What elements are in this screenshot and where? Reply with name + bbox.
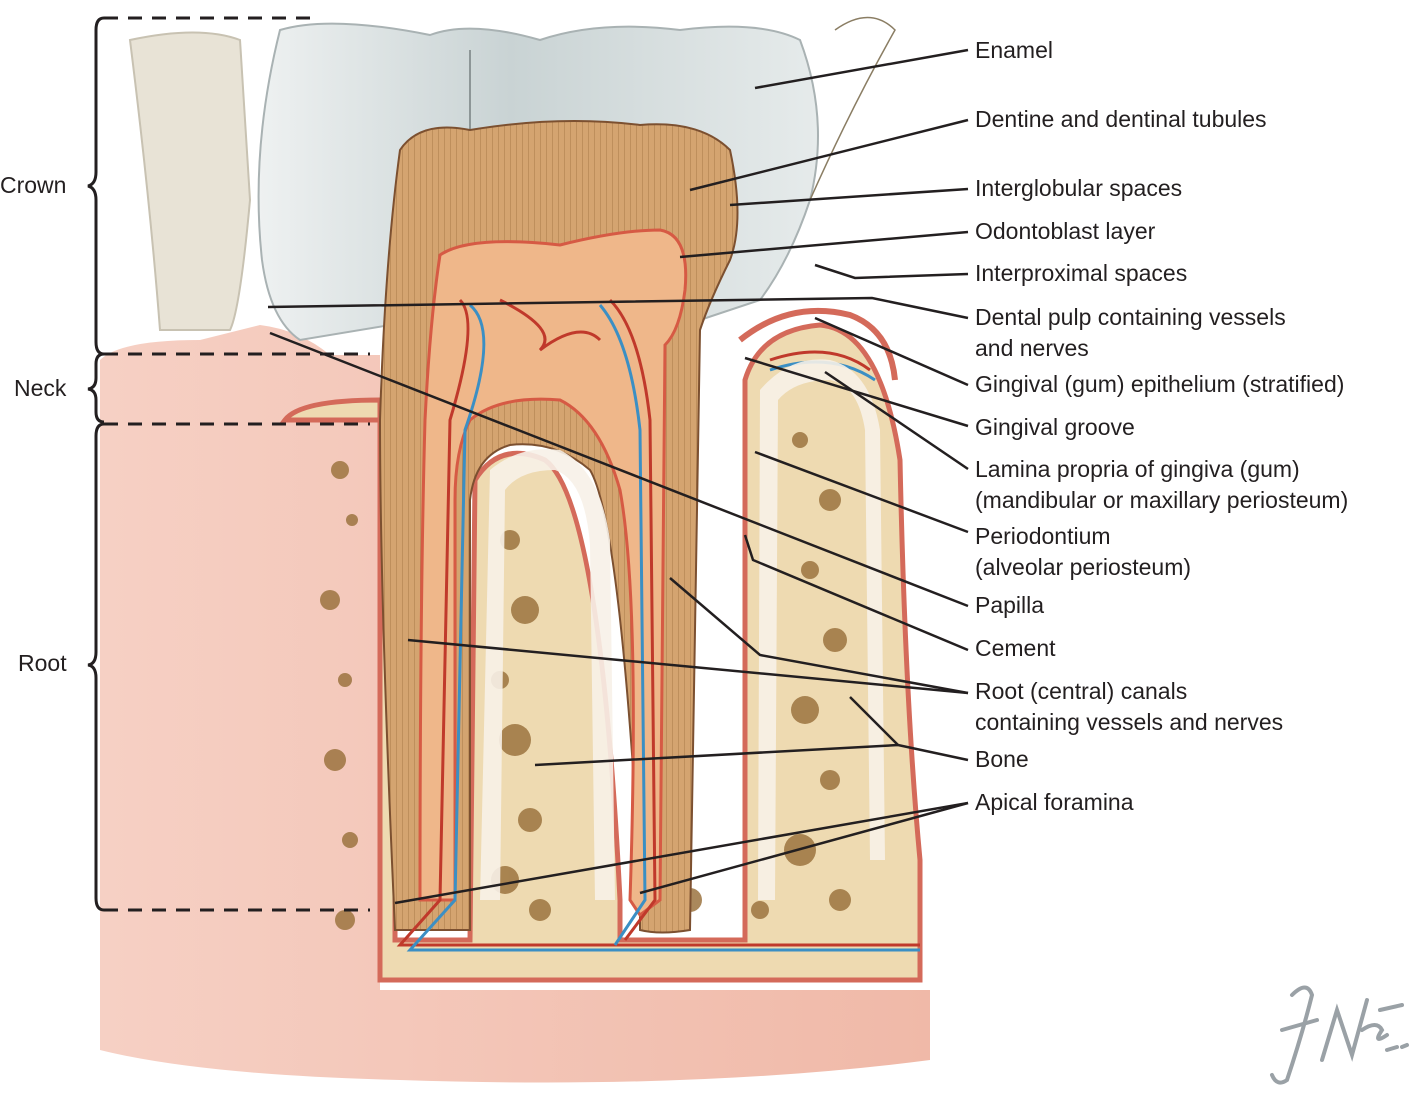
leader-interproximal bbox=[814, 263, 969, 280]
periodontal-ligament-right bbox=[758, 359, 885, 900]
leader-pulp bbox=[267, 296, 969, 320]
leader-root-canals bbox=[407, 638, 969, 695]
region-label-neck: Neck bbox=[14, 375, 67, 401]
region-label-crown: Crown bbox=[0, 172, 67, 198]
label-cement: Cement bbox=[975, 635, 1056, 661]
crown-bracket bbox=[87, 16, 105, 356]
adjacent-tooth bbox=[128, 31, 252, 331]
dental-pulp bbox=[418, 228, 688, 918]
leader-gingival-epithelium bbox=[814, 316, 969, 387]
label-gingival-groove: Gingival groove bbox=[975, 414, 1135, 440]
label-interproximal: Interproximal spaces bbox=[975, 260, 1188, 286]
leader-apical bbox=[394, 801, 969, 905]
label-interglobular: Interglobular spaces bbox=[975, 175, 1183, 201]
region-label-root: Root bbox=[18, 650, 67, 676]
leader-root-canals-2 bbox=[669, 577, 969, 695]
floss-line bbox=[809, 16, 896, 201]
neck-bracket bbox=[87, 352, 105, 424]
region-brackets bbox=[87, 16, 105, 912]
vessels bbox=[396, 298, 920, 952]
periodontal-ligament-left bbox=[480, 449, 615, 900]
label-gingival-epithelium: Gingival (gum) epithelium (stratified) bbox=[975, 371, 1345, 397]
leader-odontoblast bbox=[679, 230, 969, 259]
label-odontoblast: Odontoblast layer bbox=[975, 218, 1156, 244]
label-enamel: Enamel bbox=[975, 37, 1053, 63]
label-apical-foramina: Apical foramina bbox=[975, 789, 1134, 815]
root-bracket bbox=[87, 422, 105, 912]
label-periodontium: Periodontium(alveolar periosteum) bbox=[975, 523, 1192, 580]
leader-lines bbox=[267, 48, 969, 905]
leader-enamel bbox=[754, 48, 969, 90]
leader-interglobular bbox=[729, 187, 969, 207]
leader-periodontium bbox=[754, 450, 969, 534]
leader-cement bbox=[743, 534, 969, 652]
leader-dentine bbox=[689, 118, 969, 192]
leader-papilla bbox=[269, 331, 969, 608]
label-papilla: Papilla bbox=[975, 592, 1045, 618]
leader-lamina bbox=[824, 370, 969, 471]
artist-signature bbox=[1270, 985, 1409, 1085]
label-lamina-propria: Lamina propria of gingiva (gum)(mandibul… bbox=[975, 456, 1349, 513]
gingiva-block bbox=[100, 325, 930, 1083]
leader-apical-2 bbox=[639, 801, 969, 895]
label-bone: Bone bbox=[975, 746, 1029, 772]
label-dentine: Dentine and dentinal tubules bbox=[975, 106, 1267, 132]
leader-bone-2 bbox=[849, 696, 899, 746]
